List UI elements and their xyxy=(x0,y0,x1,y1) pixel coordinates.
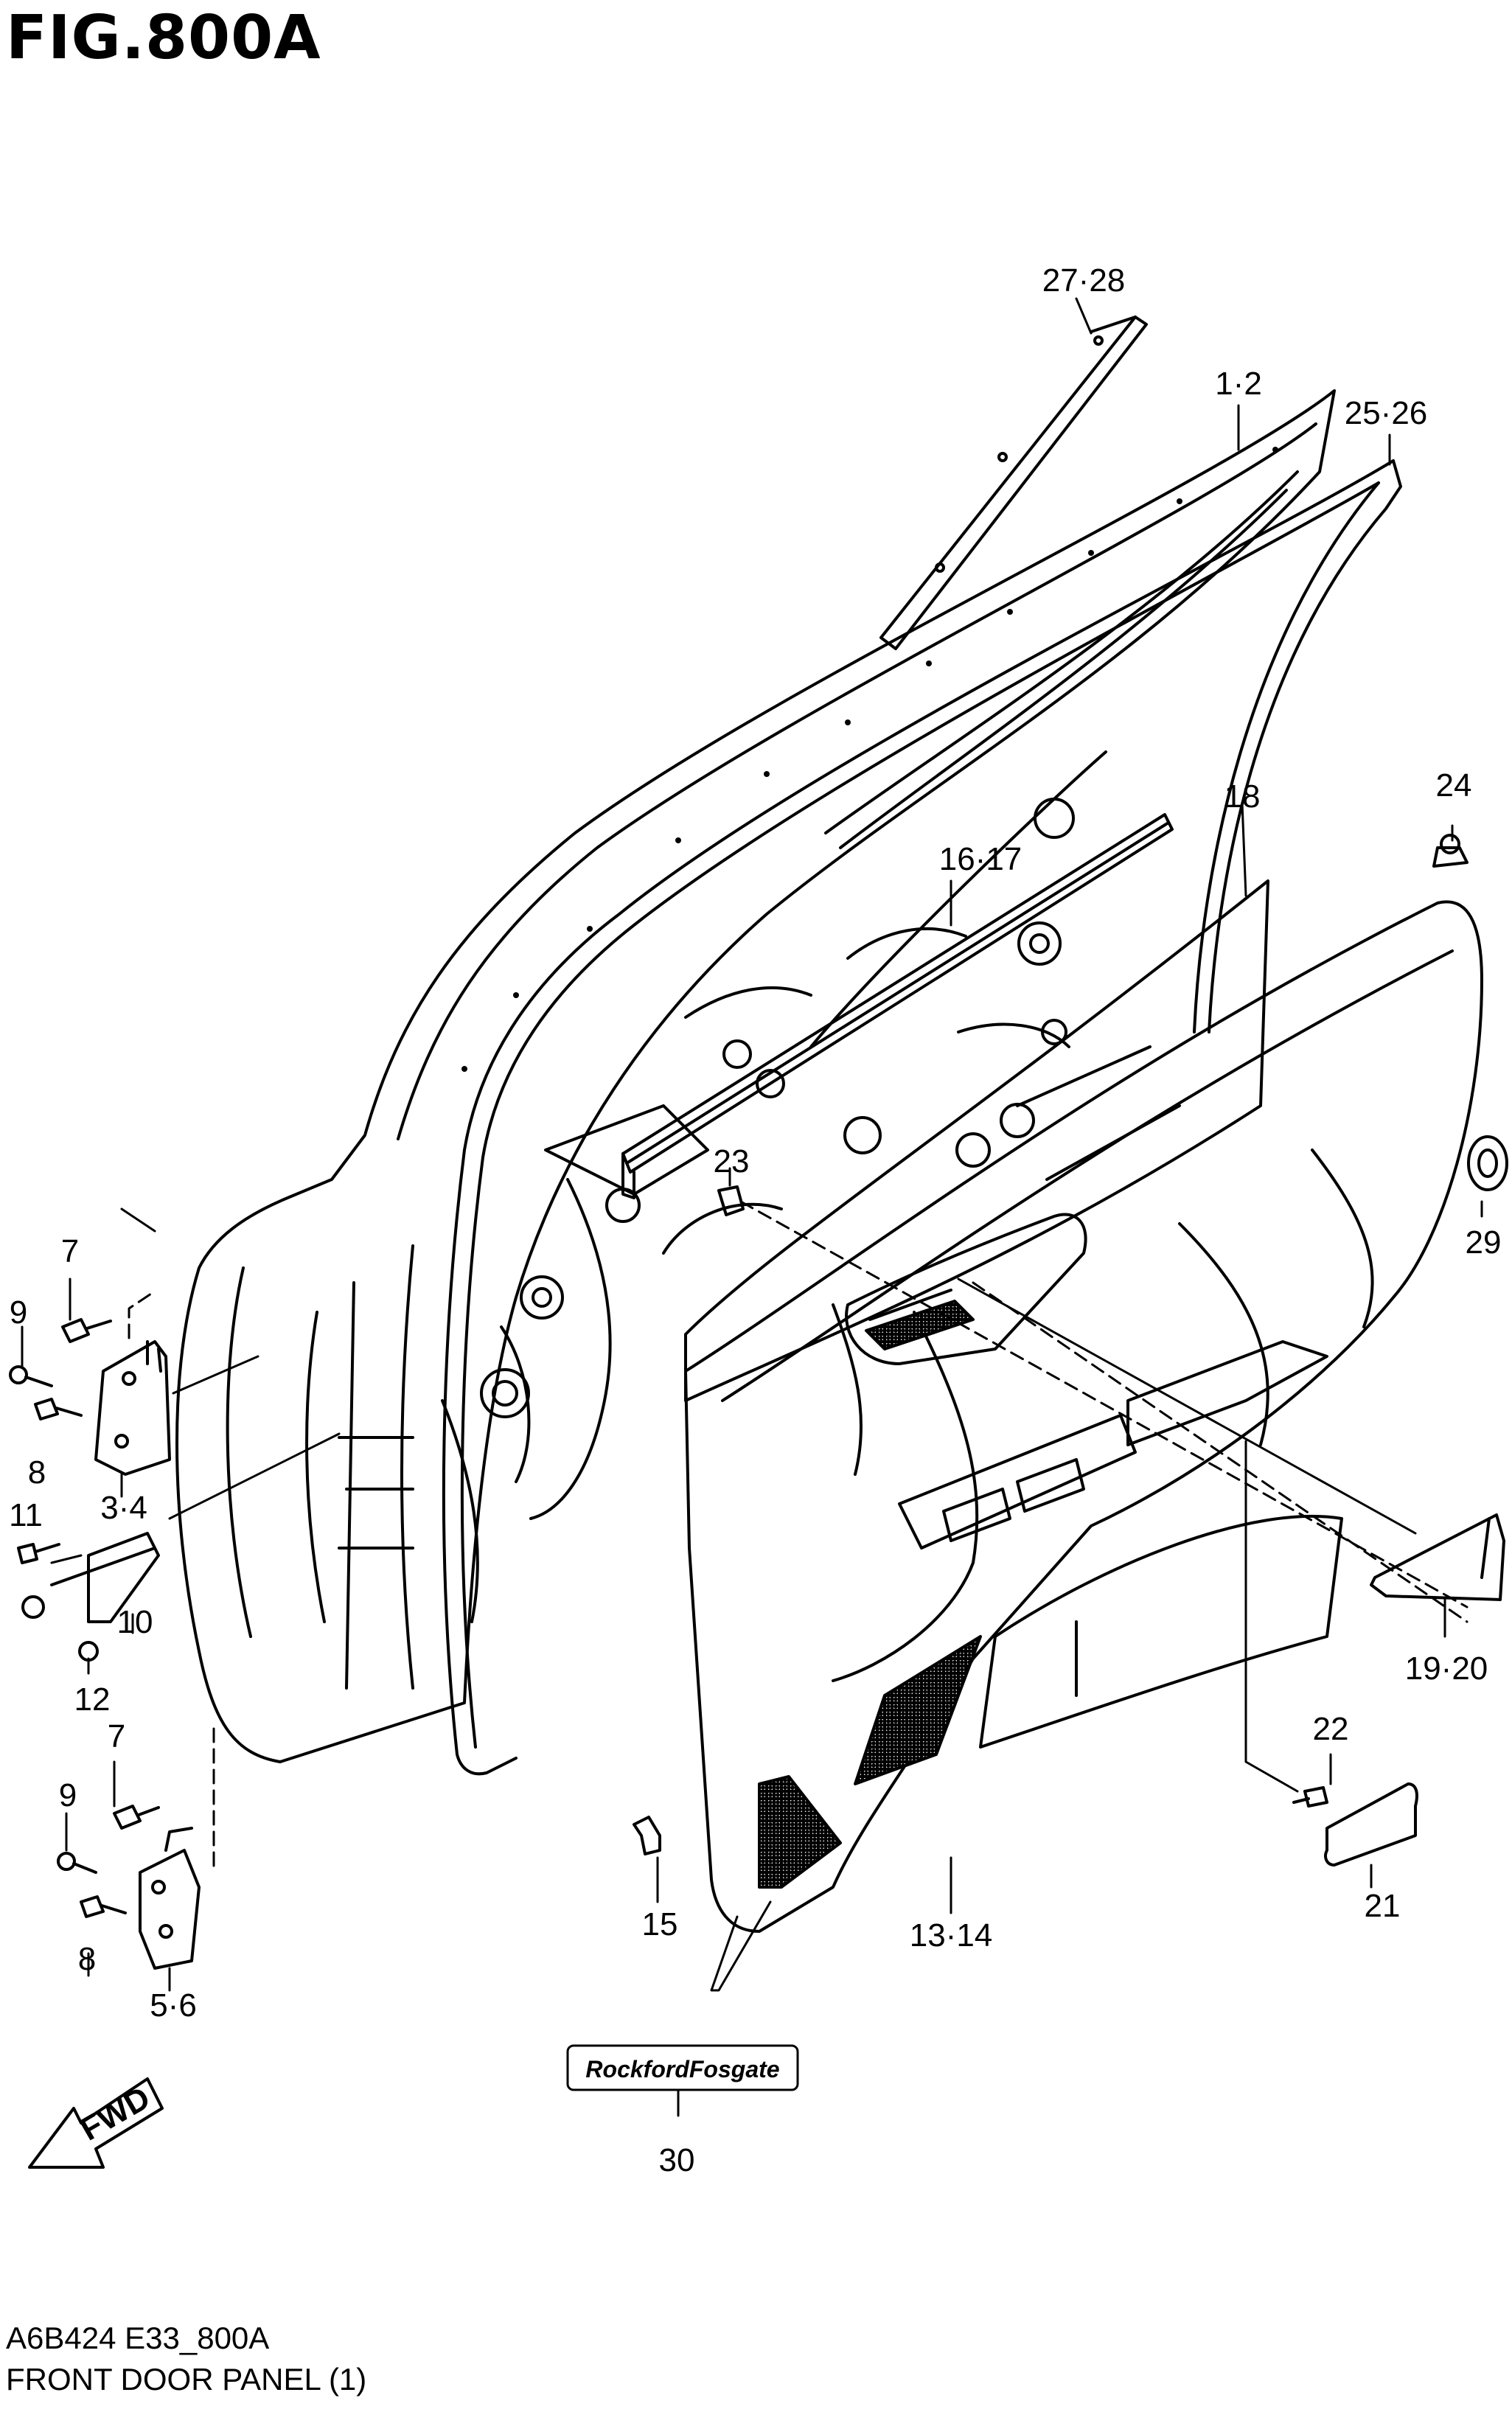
rockford-fosgate-logo: RockfordFosgate xyxy=(566,2044,799,2091)
pull-handle-cover xyxy=(1324,1782,1418,1866)
callout-8b: 8 xyxy=(78,1941,96,1977)
fwd-arrow: FWD xyxy=(28,2077,164,2169)
callout-18: 18 xyxy=(1224,778,1261,815)
lower-speaker-grille xyxy=(854,1635,982,1785)
callout-27-28: 27·28 xyxy=(1042,262,1126,299)
callout-21: 21 xyxy=(1365,1888,1401,1924)
callout-8a: 8 xyxy=(28,1454,46,1491)
callout-24: 24 xyxy=(1436,767,1472,804)
sealing-sheet xyxy=(684,879,1269,1402)
callout-9b: 9 xyxy=(59,1777,77,1813)
callout-29: 29 xyxy=(1466,1224,1502,1261)
callout-13-14: 13·14 xyxy=(910,1917,993,1953)
door-trim-panel xyxy=(684,900,1483,1933)
assembly-guide-lines xyxy=(128,1200,1469,1874)
frame-molding xyxy=(879,316,1148,650)
callout-5-6: 5·6 xyxy=(150,1987,197,2024)
callout-labels: 27·28 1·2 25·26 18 24 16·17 23 29 7 9 8 … xyxy=(9,262,1501,2178)
callout-3-4: 3·4 xyxy=(100,1490,147,1526)
figure-code: A6B424 E33_800A xyxy=(6,2321,270,2355)
logo-text: RockfordFosgate xyxy=(585,2056,779,2082)
callout-16-17: 16·17 xyxy=(939,841,1022,877)
inner-handle-cover xyxy=(1370,1513,1505,1601)
callout-7a: 7 xyxy=(61,1233,79,1269)
door-check-strap xyxy=(21,1532,160,1623)
callout-25-26: 25·26 xyxy=(1345,395,1428,431)
callout-9a: 9 xyxy=(10,1294,27,1331)
callout-22: 22 xyxy=(1313,1711,1349,1747)
callout-15: 15 xyxy=(642,1906,678,1942)
figure-description: FRONT DOOR PANEL (1) xyxy=(6,2362,367,2397)
upper-hinge xyxy=(94,1340,171,1476)
door-weatherstrip xyxy=(442,459,1402,1776)
belt-weatherstrip xyxy=(621,813,1174,1199)
front-speaker-grille xyxy=(758,1775,842,1889)
upper-speaker-grille xyxy=(865,1300,975,1350)
leader-lines xyxy=(21,297,1483,2117)
callout-1-2: 1·2 xyxy=(1215,366,1262,402)
callout-12: 12 xyxy=(74,1681,111,1718)
callout-19-20: 19·20 xyxy=(1405,1651,1488,1687)
callout-11: 11 xyxy=(9,1497,43,1533)
figure-title: FIG.800A xyxy=(6,3,321,73)
door-shell xyxy=(175,389,1336,1763)
mounting-holes xyxy=(461,447,1278,1072)
lower-hinge xyxy=(139,1827,201,1970)
callout-23: 23 xyxy=(714,1143,750,1179)
callout-10: 10 xyxy=(117,1604,153,1640)
callout-30: 30 xyxy=(659,2142,695,2178)
callout-7b: 7 xyxy=(108,1718,125,1754)
